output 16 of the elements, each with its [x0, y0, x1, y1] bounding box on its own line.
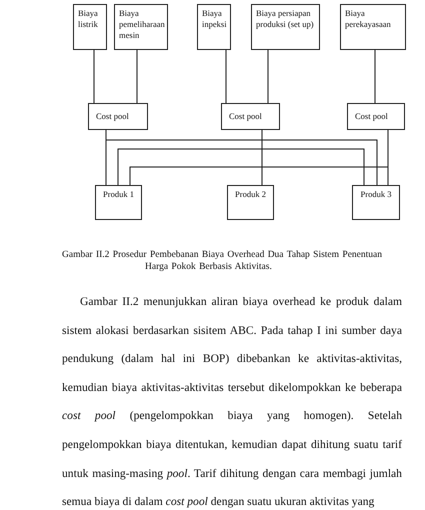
connector-line [262, 130, 364, 186]
connector-line [136, 50, 138, 104]
connector-line [374, 50, 376, 104]
product-box: Produk 1 [95, 185, 142, 220]
cost-item-box: Biaya inpeksi [197, 4, 231, 50]
body-paragraph: Gambar II.2 menunjukkan aliran biaya overhead ke produk dalam sistem alokasi berdasarkan sisitem ABC. Pada tahap I ini sumber daya pendukung (dalam hal ini BOP) dibebankan ke aktivitas-aktivitas, kemudian biaya aktivitas-aktivitas tersebut dikelompokkan ke beberapa cost pool (pengelompokkan biaya yang homogen). Setelah pengelompokkan biaya ditentukan, kemudian dapat dihitung suatu tarif untuk masing-masing pool. Tarif dihitung dengan cara membagi jumlah semua biaya di dalam cost pool dengan suatu ukuran aktivitas yang [62, 294, 402, 510]
cost-pool-box: Cost pool [347, 103, 405, 130]
cost-item-box: Biaya pemeliharaan mesin [114, 4, 168, 50]
product-box: Produk 3 [352, 185, 400, 220]
cost-item-box: Biaya listrik [73, 4, 107, 50]
product-box: Produk 2 [227, 185, 274, 220]
cost-pool-box: Cost pool [221, 103, 280, 130]
cost-item-box: Biaya persiapan produksi (set up) [251, 4, 320, 50]
cost-item-box: Biaya perekayasaan [340, 4, 406, 50]
figure-caption: Gambar II.2 Prosedur Pembebanan Biaya Overhead Dua Tahap Sistem Penentuan Harga Pokok Berbasis Aktivitas. [62, 250, 383, 273]
cost-pool-box: Cost pool [88, 103, 148, 130]
